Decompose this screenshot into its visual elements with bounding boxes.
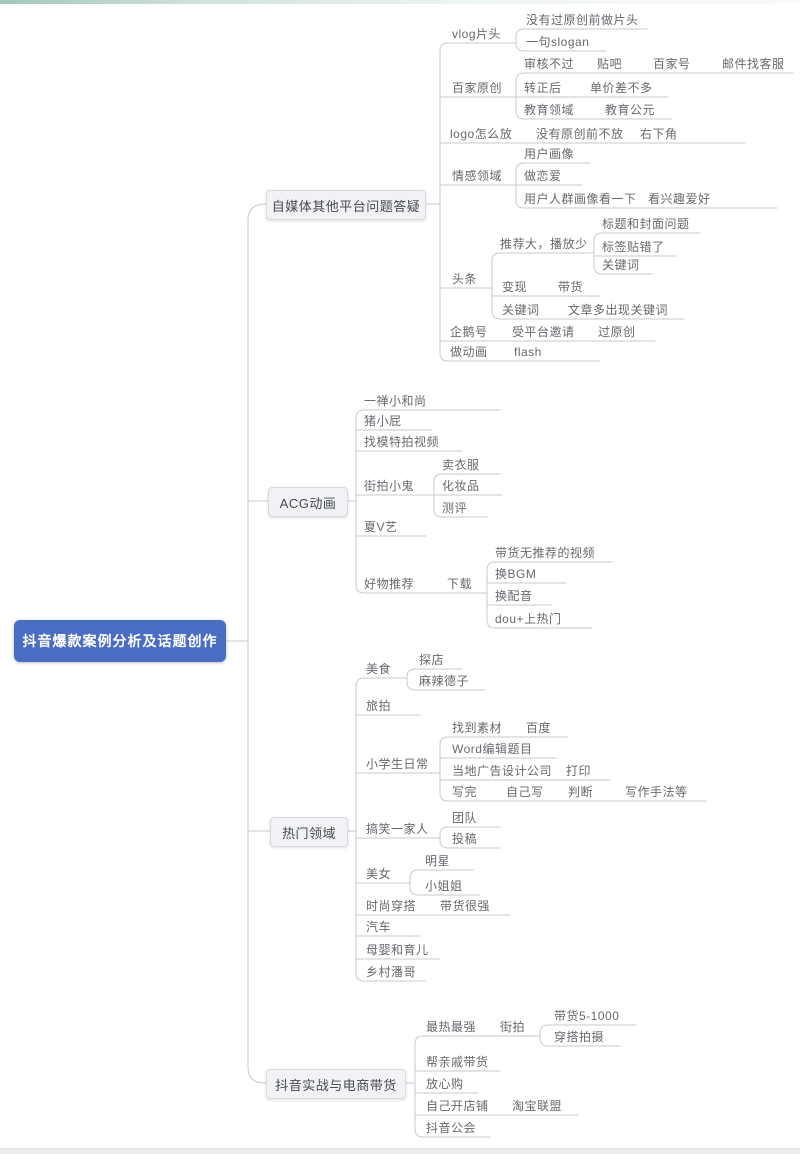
mind-node[interactable]: logo怎么放 xyxy=(450,127,513,141)
mind-node[interactable]: 投稿 xyxy=(452,832,478,846)
mind-node[interactable]: 没有原创前不放 xyxy=(536,127,624,141)
mind-node[interactable]: 推荐大，播放少 xyxy=(500,237,588,251)
mind-node[interactable]: 带货 xyxy=(558,280,584,294)
mind-node[interactable]: 探店 xyxy=(419,653,445,667)
mind-node[interactable]: 带货5-1000 xyxy=(554,1009,620,1023)
mind-node[interactable]: 换BGM xyxy=(495,567,537,581)
mind-node[interactable]: 标签贴错了 xyxy=(602,240,665,254)
mind-node[interactable]: 帮亲戚带货 xyxy=(426,1055,489,1069)
mind-node[interactable]: 一禅小和尚 xyxy=(364,394,427,408)
mind-node[interactable]: 自己写 xyxy=(506,785,544,799)
mind-node[interactable]: 文章多出现关键词 xyxy=(568,303,669,317)
mind-node[interactable]: 汽车 xyxy=(366,920,392,934)
mind-node[interactable]: 转正后 xyxy=(524,81,562,95)
mind-node[interactable]: 麻辣德子 xyxy=(419,674,470,688)
mind-node[interactable]: 变现 xyxy=(502,280,528,294)
mind-node[interactable]: 明星 xyxy=(425,854,451,868)
mind-node[interactable]: 放心购 xyxy=(426,1077,464,1091)
mind-node[interactable]: 写完 xyxy=(452,785,478,799)
mind-node[interactable]: 小学生日常 xyxy=(366,757,429,771)
mind-node[interactable]: 化妆品 xyxy=(442,479,480,493)
mind-node[interactable]: 猪小屁 xyxy=(364,414,402,428)
mind-node[interactable]: 企鹅号 xyxy=(450,325,488,339)
mind-node[interactable]: 看兴趣爱好 xyxy=(648,192,711,206)
mind-node[interactable]: 美食 xyxy=(366,662,392,676)
mind-node[interactable]: 卖衣服 xyxy=(442,458,480,472)
mind-node[interactable]: 带货很强 xyxy=(440,899,491,913)
branch-node-hot-fields[interactable]: 热门领域 xyxy=(270,817,348,847)
mind-node[interactable]: 找到素材 xyxy=(452,721,503,735)
mind-node[interactable]: 百家原创 xyxy=(452,81,503,95)
mind-node[interactable]: 邮件找客服 xyxy=(722,57,785,71)
mind-node[interactable]: 穿搭拍摄 xyxy=(554,1030,605,1044)
mind-node[interactable]: 自己开店铺 xyxy=(426,1099,489,1113)
mind-node[interactable]: 右下角 xyxy=(640,127,678,141)
mind-node[interactable]: 美女 xyxy=(366,867,392,881)
mind-node[interactable]: Word编辑题目 xyxy=(452,742,533,756)
mind-node[interactable]: 贴吧 xyxy=(597,57,623,71)
mind-node[interactable]: 街拍 xyxy=(500,1020,526,1034)
mind-node[interactable]: 没有过原创前做片头 xyxy=(526,13,639,27)
mind-node[interactable]: 找模特拍视频 xyxy=(364,435,440,449)
mind-node[interactable]: 关键词 xyxy=(602,258,640,272)
mind-node[interactable]: 判断 xyxy=(568,785,594,799)
mind-node[interactable]: 测评 xyxy=(442,501,468,515)
mind-node[interactable]: 街拍小鬼 xyxy=(364,479,415,493)
mind-node[interactable]: 关键词 xyxy=(502,303,540,317)
mind-node[interactable]: 下载 xyxy=(447,577,473,591)
mind-node[interactable]: 旅拍 xyxy=(366,699,392,713)
mind-node[interactable]: dou+上热门 xyxy=(495,612,562,626)
mind-node[interactable]: 打印 xyxy=(566,764,592,778)
mind-node[interactable]: 团队 xyxy=(452,811,478,825)
mind-node[interactable]: 教育领域 xyxy=(524,103,575,117)
mind-node[interactable]: 百家号 xyxy=(653,57,691,71)
mind-node[interactable]: 搞笑一家人 xyxy=(366,822,429,836)
mind-node[interactable]: 头条 xyxy=(452,272,478,286)
mind-node[interactable]: 过原创 xyxy=(598,325,636,339)
mind-node[interactable]: 抖音公会 xyxy=(426,1121,477,1135)
mind-node[interactable]: 用户人群画像看一下 xyxy=(524,192,637,206)
mind-node[interactable]: 乡村潘哥 xyxy=(366,965,417,979)
branch-node-acg[interactable]: ACG动画 xyxy=(268,487,348,517)
branch-node-media-qa[interactable]: 自媒体其他平台问题答疑 xyxy=(266,190,426,220)
mind-node[interactable]: 带货无推荐的视频 xyxy=(495,546,596,560)
mind-node[interactable]: 一句slogan xyxy=(526,35,590,49)
mind-node[interactable]: 做动画 xyxy=(450,345,488,359)
mind-node[interactable]: 情感领域 xyxy=(452,169,503,183)
bottom-accent-bar xyxy=(0,1148,800,1154)
mind-node[interactable]: 时尚穿搭 xyxy=(366,899,417,913)
mind-node[interactable]: 最热最强 xyxy=(426,1020,477,1034)
top-accent-bar xyxy=(0,0,800,4)
mind-node[interactable]: 审核不过 xyxy=(524,57,575,71)
root-node[interactable]: 抖音爆款案例分析及话题创作 xyxy=(14,620,226,662)
mind-node[interactable]: flash xyxy=(514,345,542,359)
mind-node[interactable]: 用户画像 xyxy=(524,147,575,161)
branch-node-ecommerce[interactable]: 抖音实战与电商带货 xyxy=(266,1069,406,1099)
mind-node[interactable]: vlog片头 xyxy=(452,27,502,41)
mind-node[interactable]: 受平台邀请 xyxy=(512,325,575,339)
mind-node[interactable]: 做恋爱 xyxy=(524,169,562,183)
mind-node[interactable]: 淘宝联盟 xyxy=(512,1099,563,1113)
mind-node[interactable]: 写作手法等 xyxy=(625,785,688,799)
mind-node[interactable]: 教育公元 xyxy=(605,103,656,117)
mind-node[interactable]: 标题和封面问题 xyxy=(602,217,690,231)
mind-node[interactable]: 夏V艺 xyxy=(364,520,398,534)
mind-node[interactable]: 小姐姐 xyxy=(425,879,463,893)
mind-node[interactable]: 母婴和育儿 xyxy=(366,943,429,957)
mind-node[interactable]: 百度 xyxy=(526,721,552,735)
mind-node[interactable]: 当地广告设计公司 xyxy=(452,764,553,778)
mind-node[interactable]: 换配音 xyxy=(495,589,533,603)
mind-node[interactable]: 好物推荐 xyxy=(364,577,415,591)
mind-node[interactable]: 单价差不多 xyxy=(590,81,653,95)
